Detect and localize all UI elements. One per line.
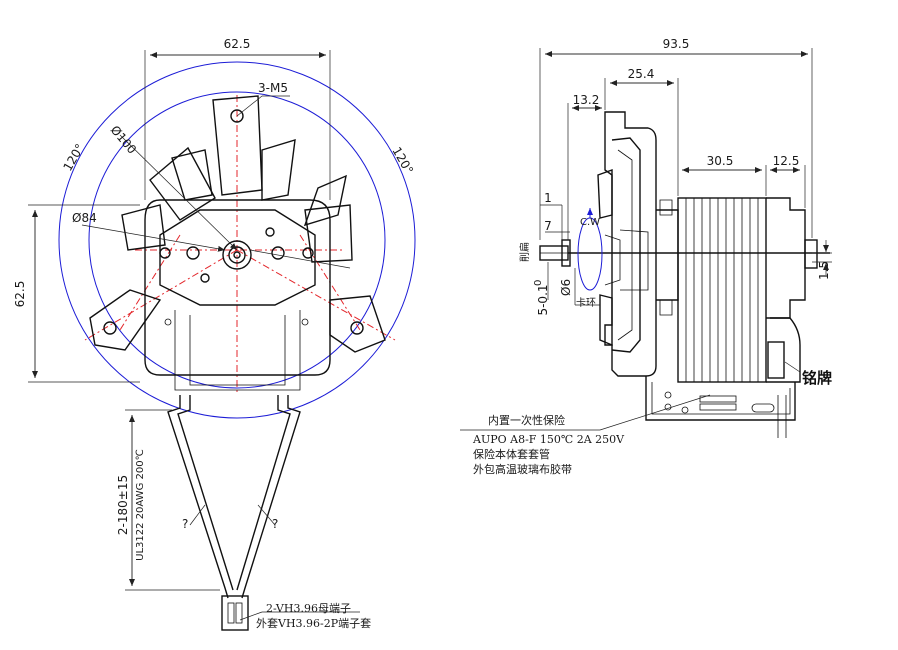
dim-outer-dia-label: Ø100 (108, 123, 140, 157)
dim-1: 1 (544, 191, 552, 205)
front-view: 62.5 62.5 3-M5 Ø100 Ø84 120° 120° 2-180±… (13, 37, 416, 631)
connector-line2: 外套VH3.96-2P端子套 (256, 617, 371, 630)
connector-line1: 2-VH3.96母端子 (266, 602, 351, 615)
dim-12-5: 12.5 (773, 154, 800, 168)
dim-top-width: 62.5 (224, 37, 251, 51)
angle-left-label: 120° (60, 141, 87, 173)
fuse-note-1: 内置一次性保险 (488, 413, 565, 427)
impeller-side (597, 111, 657, 377)
side-view: 93.5 25.4 13.2 30.5 12.5 1 7 5-0.1 0 Ø6 … (460, 37, 832, 476)
motor-stator (656, 197, 818, 383)
flat-label: 削扁 (518, 242, 531, 262)
dim-30-5: 30.5 (707, 154, 734, 168)
dim-shaft-dia: Ø6 (559, 279, 573, 296)
clip-label: 卡环 (576, 296, 596, 309)
motor-bracket (144, 199, 331, 391)
dim-total-length: 93.5 (663, 37, 690, 51)
mount-lugs (103, 109, 364, 335)
dim-tolerance: 5-0.1 (536, 284, 550, 315)
rotation-indicator (577, 208, 603, 291)
inner-diameter-circle (88, 91, 386, 389)
fan-blades (89, 95, 386, 353)
dim-screw-label: 3-M5 (258, 81, 288, 95)
fuse-note-4: 外包高温玻璃布胶带 (473, 462, 572, 476)
fuse-note-3: 保险本体套套管 (473, 447, 550, 461)
question-mark-left: ? (182, 517, 188, 531)
base-bracket (645, 376, 796, 438)
side-dimensions (460, 48, 832, 431)
dim-7: 7 (544, 219, 552, 233)
angle-right-label: 120° (389, 145, 416, 177)
dim-tolerance-zero: 0 (533, 280, 544, 286)
lead-length-label: 2-180±15 (116, 475, 130, 535)
dim-inner-dia-label: Ø84 (72, 211, 97, 225)
front-dimensions (28, 50, 360, 621)
center-lines (84, 95, 396, 395)
question-mark-right: ? (272, 517, 278, 531)
dim-13-2: 13.2 (573, 93, 600, 107)
dim-25-4: 25.4 (628, 67, 655, 81)
dim-left-height: 62.5 (13, 281, 27, 308)
dim-1-5: 1.5 (817, 261, 831, 280)
lead-wires (167, 395, 301, 631)
fuse-note-2: AUPO A8-F 150℃ 2A 250V (472, 433, 625, 446)
nameplate-label: 铭牌 (802, 369, 832, 387)
lead-wire-spec: UL3122 20AWG 200℃ (135, 449, 146, 561)
shaft (539, 239, 830, 267)
rotation-label: C.W (580, 217, 600, 228)
outer-diameter-circle (58, 61, 416, 419)
